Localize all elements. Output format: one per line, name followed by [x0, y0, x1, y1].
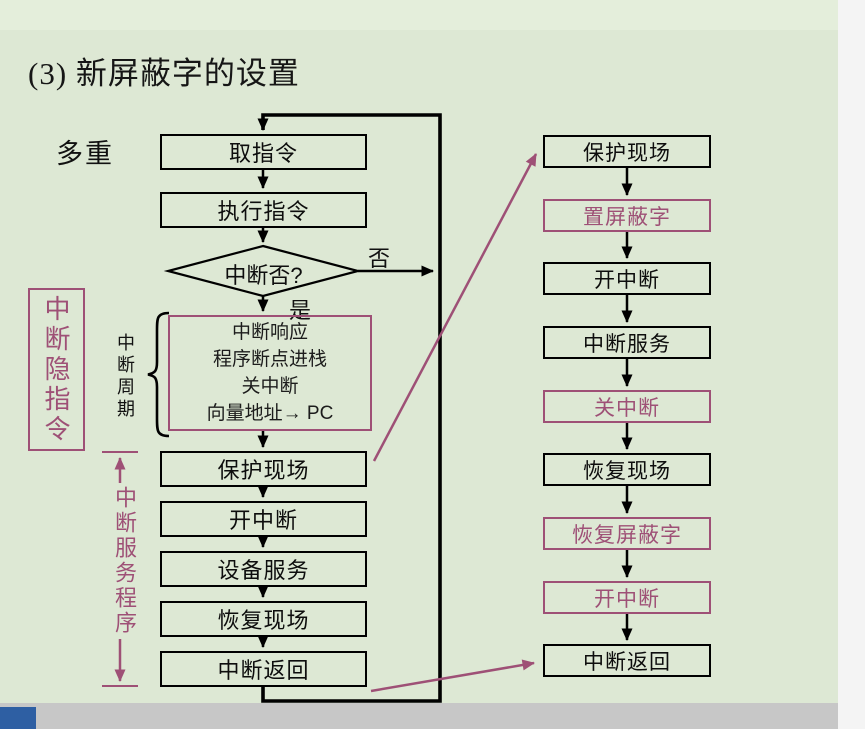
- service-box-restore-context: 恢复现场: [543, 453, 711, 486]
- response-line: 关中断: [241, 376, 299, 397]
- cycle-brace: [147, 311, 170, 438]
- label-branch-no: 否: [368, 246, 391, 271]
- top-band: [0, 0, 865, 30]
- service-box-enable-interrupt: 开中断: [543, 262, 711, 295]
- flow-box-enable-interrupt: 开中断: [160, 501, 367, 537]
- return-service-arrow: [370, 659, 535, 693]
- flow-box-execute: 执行指令: [160, 192, 367, 228]
- flow-box-device-service: 设备服务: [160, 551, 367, 587]
- service-box-save-context: 保护现场: [543, 135, 711, 168]
- flow-box-interrupt-return: 中断返回: [160, 651, 367, 687]
- service-box-restore-mask: 恢复屏蔽字: [543, 517, 711, 550]
- implicit-instruction-box: 中断隐指令: [28, 288, 85, 451]
- implicit-instruction-label: 中断隐指令: [41, 294, 71, 445]
- service-box-set-mask: 置屏蔽字: [543, 199, 711, 232]
- service-box-disable-interrupt: 关中断: [543, 390, 711, 423]
- bottom-left-corner: [0, 707, 36, 729]
- label-multiple: 多重: [56, 139, 114, 169]
- interrupt-cycle-label: 中断周期: [115, 333, 135, 421]
- main-loop-line: [257, 113, 442, 703]
- response-line: 中断响应: [231, 322, 308, 343]
- call-service-arrow: [372, 153, 538, 462]
- service-box-enable-interrupt-2: 开中断: [543, 581, 711, 614]
- service-box-interrupt-service: 中断服务: [543, 326, 711, 359]
- slide-title: (3) 新屏蔽字的设置: [28, 56, 300, 91]
- interrupt-response-box: 中断响应 程序断点进栈 关中断 向量地址→ PC: [168, 315, 372, 431]
- right-band: [838, 0, 865, 729]
- service-program-label: 中断服务程序: [107, 483, 141, 639]
- response-line: 程序断点进栈: [212, 349, 327, 370]
- flow-box-restore-context: 恢复现场: [160, 601, 367, 637]
- service-box-interrupt-return: 中断返回: [543, 644, 711, 677]
- response-line: 向量地址→ PC: [206, 403, 334, 424]
- flow-box-save-context: 保护现场: [160, 451, 367, 487]
- bottom-band: [0, 703, 838, 729]
- flow-box-fetch: 取指令: [160, 134, 367, 170]
- decision-label: 中断否?: [224, 263, 303, 288]
